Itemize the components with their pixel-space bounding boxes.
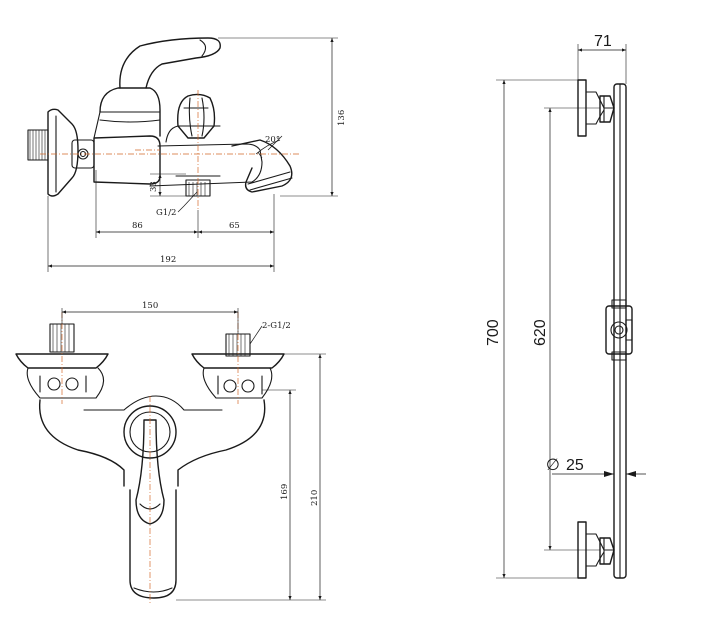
dim-total-192: 192 (47, 196, 275, 272)
dim-right-label: 65 (229, 221, 240, 231)
left-connector (15, 323, 109, 399)
dim-inner-height-label: 169 (280, 484, 290, 500)
front-thread-callout: 2-G1/2 (249, 321, 291, 345)
side-view: 20° 136 33 G1/2 86 (27, 37, 347, 272)
dim-diameter-25: ∅ 25 (546, 457, 646, 477)
dim-height-label: 136 (337, 110, 347, 126)
dim-total-700: 700 (485, 79, 578, 579)
dim-169: 169 (176, 389, 296, 601)
mixer-body (93, 37, 293, 197)
front-thread-label: 2-G1/2 (262, 321, 291, 331)
wall-flange (27, 108, 79, 197)
dim-width-150: 150 (61, 301, 239, 334)
dim-total-height-label: 210 (310, 490, 320, 506)
dim-total-rail-label: 700 (485, 319, 502, 346)
dim-top-label: 71 (594, 33, 612, 50)
angle-label: 20° (265, 135, 280, 145)
dim-total-label: 192 (160, 255, 176, 265)
angle-marker: 20° (255, 135, 283, 159)
dim-small-label: 33 (149, 181, 159, 192)
dim-inner-rail-label: 620 (532, 319, 549, 346)
dim-left-label: 86 (132, 221, 143, 231)
dim-86-65: 86 65 (95, 170, 275, 238)
dim-width-label: 150 (142, 301, 158, 311)
thread-label: G1/2 (156, 208, 176, 218)
right-connector (191, 333, 285, 399)
front-body (38, 395, 266, 599)
dim-diameter-label: 25 (566, 457, 584, 474)
thread-callout: G1/2 (156, 191, 198, 218)
slider-holder (605, 299, 633, 361)
dim-top-71: 71 (577, 33, 627, 84)
dim-210: 210 (284, 353, 326, 601)
dim-inner-620: 620 (532, 107, 600, 551)
rail-view: 71 700 620 ∅ 25 (485, 33, 646, 579)
dim-small-33: 33 (149, 173, 186, 197)
front-view: 150 2-G1/2 169 210 (15, 301, 326, 604)
diameter-symbol: ∅ (546, 457, 560, 474)
dim-height-136: 136 (218, 37, 347, 197)
rail-tube (613, 83, 627, 579)
